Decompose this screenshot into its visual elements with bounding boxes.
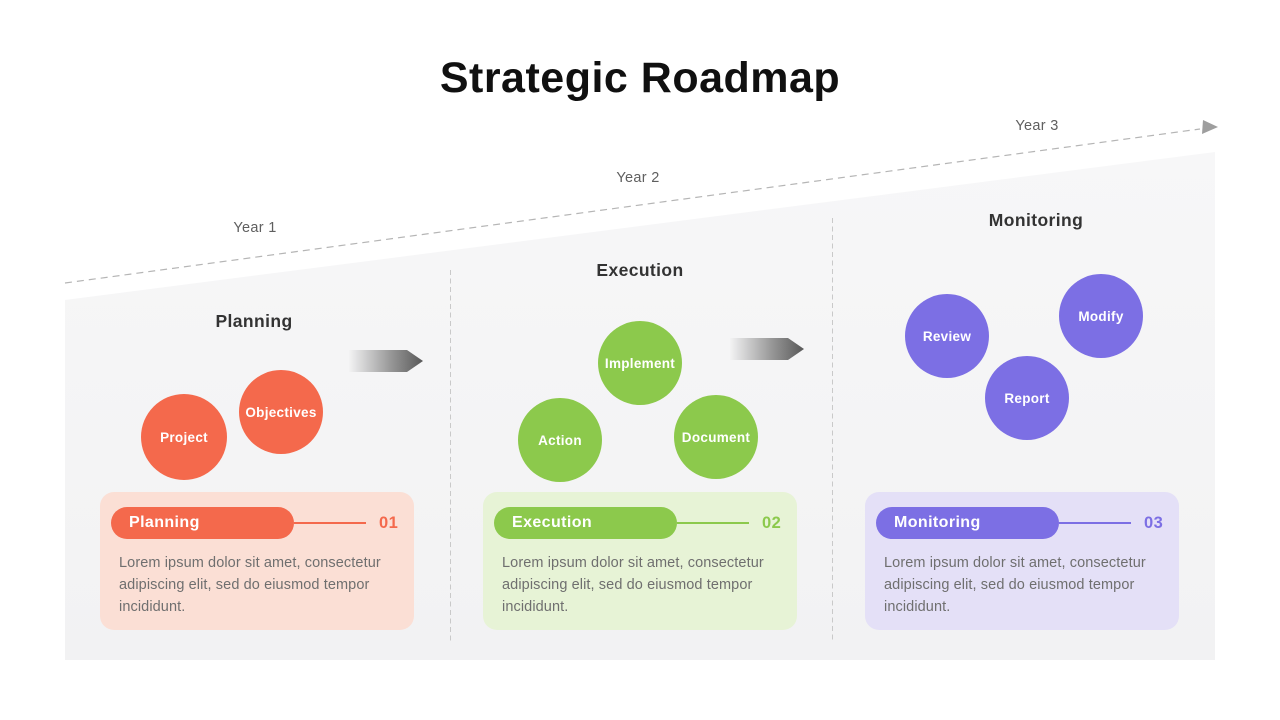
timeline-label-year-3: Year 3 (1015, 118, 1059, 134)
card-planning: Planning 01 Lorem ipsum dolor sit amet, … (100, 492, 414, 630)
circle-label: Action (538, 432, 582, 448)
card-header-row: Monitoring 03 (876, 507, 1167, 539)
circle-project: Project (141, 394, 227, 480)
circle-label: Objectives (245, 404, 317, 420)
circle-label: Review (922, 328, 972, 344)
timeline-label-year-1: Year 1 (233, 220, 277, 236)
flow-arrow-icon-1 (349, 350, 423, 372)
pill-execution: Execution (494, 507, 677, 539)
circle-label: Document (681, 429, 751, 445)
step-number: 01 (379, 513, 399, 532)
card-monitoring: Monitoring 03 Lorem ipsum dolor sit amet… (865, 492, 1179, 630)
flow-arrow-icon-2 (730, 338, 804, 360)
card-body-text: Lorem ipsum dolor sit amet, consectetur … (119, 555, 381, 615)
connector-line (677, 522, 749, 524)
circle-label: Implement (604, 355, 676, 371)
pill-label: Monitoring (894, 514, 981, 531)
circle-label: Modify (1078, 308, 1124, 324)
step-number: 03 (1144, 513, 1164, 532)
timeline-arrowhead-icon (1202, 120, 1218, 134)
pill-label: Execution (512, 514, 593, 531)
card-header-row: Execution 02 (494, 507, 785, 539)
timeline-dashed-line (64, 128, 1201, 284)
circle-action: Action (518, 398, 602, 482)
circle-document: Document (674, 395, 758, 479)
step-number: 02 (762, 513, 782, 532)
page-title: Strategic Roadmap (439, 54, 841, 102)
section-heading-monitoring: Monitoring (988, 210, 1084, 230)
card-body-text: Lorem ipsum dolor sit amet, consectetur … (884, 555, 1146, 615)
circle-label: Report (1004, 390, 1050, 406)
connector-line (294, 522, 366, 524)
circle-label: Project (160, 429, 208, 445)
section-heading-planning: Planning (215, 311, 293, 331)
pill-planning: Planning (111, 507, 294, 539)
section-heading-execution: Execution (596, 260, 684, 280)
circle-report: Report (985, 356, 1069, 440)
pill-label: Planning (129, 514, 200, 531)
timeline-label-year-2: Year 2 (616, 170, 660, 186)
connector-line (1059, 522, 1131, 524)
circle-modify: Modify (1059, 274, 1143, 358)
card-execution: Execution 02 Lorem ipsum dolor sit amet,… (483, 492, 797, 630)
circle-implement: Implement (598, 321, 682, 405)
pill-monitoring: Monitoring (876, 507, 1059, 539)
card-header-row: Planning 01 (111, 507, 402, 539)
circle-review: Review (905, 294, 989, 378)
circle-objectives: Objectives (239, 370, 323, 454)
card-body-text: Lorem ipsum dolor sit amet, consectetur … (502, 555, 764, 615)
